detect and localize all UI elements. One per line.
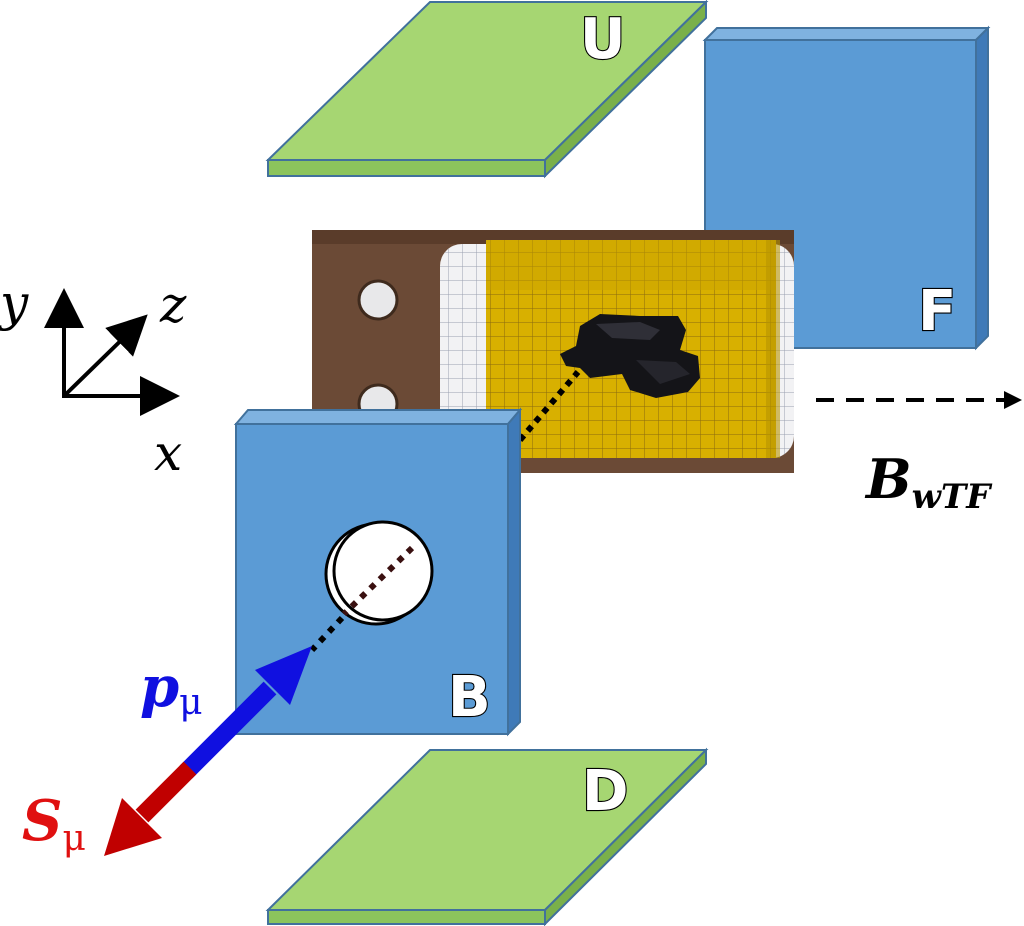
spin-arrow-head [104,798,162,856]
momentum-arrow-shaft [179,681,277,779]
field-subscript: wTF [912,477,994,517]
detector-forward-label: F [918,279,956,344]
muon-arrow [104,646,312,856]
beam-path-window [341,545,415,617]
detector-up-label: U [580,7,625,72]
spin-subscript: μ [62,818,85,859]
momentum-label: pμ [140,654,203,723]
beam-window [332,520,434,622]
momentum-subscript: μ [179,682,202,723]
axis-y-label: y [0,274,29,332]
field-symbol: B [864,447,912,511]
axis-z-label: z [159,276,187,334]
detector-backward-label: B [448,665,491,730]
momentum-symbol: p [140,654,179,720]
field-label: BwTF [864,447,993,517]
axis-x-label: x [154,424,182,482]
field-arrow-head [1004,391,1022,409]
spin-symbol: S [22,788,62,854]
momentum-arrow-head [255,646,312,705]
spin-label: Sμ [22,788,86,859]
spin-arrow-shaft [135,761,197,823]
axis-z [62,314,148,398]
detector-down-label: D [582,759,628,824]
holder-hole-top [357,279,399,321]
beam-path-sample [517,370,581,442]
sample-crystal [560,314,700,398]
coordinate-axes: y z x [0,274,187,482]
detector-down: D [265,747,709,926]
detector-up: U [265,0,709,179]
